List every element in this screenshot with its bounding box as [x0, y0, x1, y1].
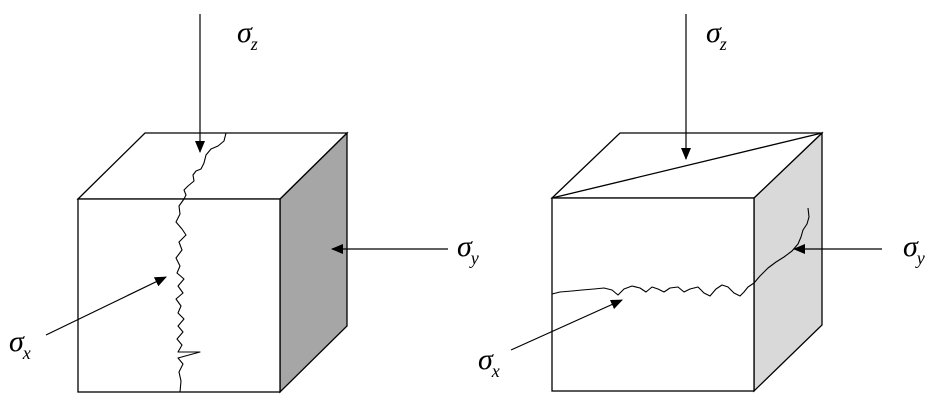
- right-sigma-z-symbol: σ: [706, 16, 721, 49]
- left-sigma-x-symbol: σ: [9, 325, 24, 358]
- right-sigma-y-subscript: y: [916, 248, 925, 268]
- right-cube: [550, 131, 824, 393]
- left-cube-vertical-crack: [175, 198, 201, 393]
- left-sigma-x-subscript: x: [22, 343, 31, 363]
- right-cube-front-face: [551, 197, 755, 392]
- left-sigma-x-label: σx: [9, 325, 32, 364]
- left-sigma-x-arrow: [45, 276, 167, 336]
- left-arrows: [45, 14, 448, 336]
- left-cube-front-face: [77, 198, 281, 393]
- right-sigma-z-subscript: z: [719, 34, 727, 54]
- right-sigma-y-symbol: σ: [903, 230, 918, 263]
- right-cube-top-diagonal: [551, 132, 823, 199]
- left-sigma-y-label: σy: [457, 230, 480, 269]
- left-sigma-z-symbol: σ: [237, 16, 252, 49]
- right-sigma-x-label: σx: [478, 343, 501, 382]
- left-cube: [76, 131, 349, 394]
- left-sigma-y-symbol: σ: [457, 230, 472, 263]
- left-cube-top-crack: [183, 132, 227, 200]
- right-sigma-x-subscript: x: [491, 361, 500, 381]
- left-sigma-y-subscript: y: [470, 248, 479, 268]
- left-sigma-z-label: σz: [237, 16, 259, 55]
- right-sigma-y-label: σy: [903, 230, 926, 269]
- right-sigma-x-arrow: [510, 299, 623, 351]
- left-sigma-z-subscript: z: [250, 34, 258, 54]
- right-sigma-z-label: σz: [706, 16, 728, 55]
- right-arrows: [510, 14, 882, 351]
- right-cube-horizontal-crack: [551, 282, 755, 297]
- right-sigma-x-symbol: σ: [478, 343, 493, 376]
